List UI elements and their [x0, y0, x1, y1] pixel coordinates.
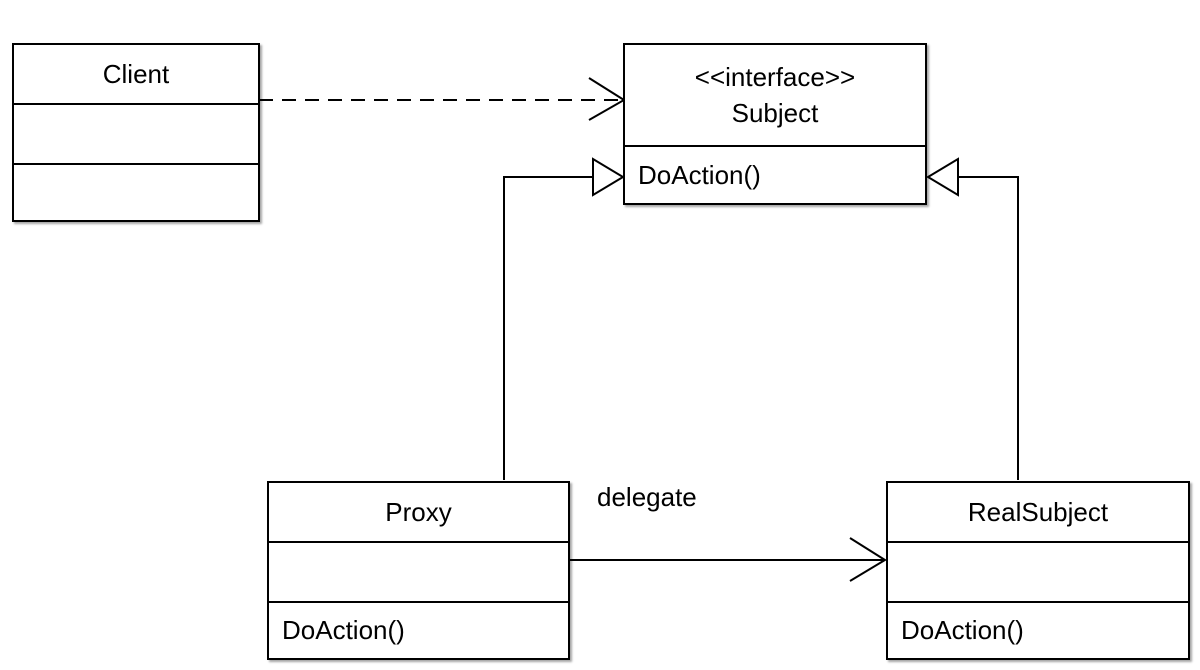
- realization-line: [503, 176, 593, 480]
- proxy-subject-realization: [503, 157, 625, 480]
- realization-triangle: [592, 157, 625, 197]
- client-subject-dependency: [259, 77, 626, 121]
- operation-doaction: DoAction(): [282, 615, 405, 645]
- class-name: Proxy: [385, 497, 452, 527]
- operation-doaction: DoAction(): [901, 615, 1024, 645]
- operations-compartment: DoAction(): [625, 145, 925, 203]
- class-name-compartment: RealSubject: [888, 483, 1188, 541]
- operation-doaction: DoAction(): [638, 159, 761, 190]
- attributes-compartment: [888, 541, 1188, 601]
- proxy-realsubject-association: [569, 537, 887, 582]
- attributes-compartment: [269, 541, 568, 601]
- realsubject-subject-realization: [926, 157, 1019, 480]
- attributes-compartment: [14, 103, 258, 163]
- association-arrowhead: [849, 537, 887, 582]
- operations-compartment: DoAction(): [269, 601, 568, 658]
- class-client[interactable]: Client: [12, 43, 260, 222]
- interface-subject[interactable]: <<interface>> Subject DoAction(): [623, 43, 927, 205]
- class-name: Client: [102, 59, 170, 89]
- class-name-compartment: Client: [14, 45, 258, 103]
- interface-name: Subject: [731, 98, 819, 128]
- class-realsubject[interactable]: RealSubject DoAction(): [886, 481, 1190, 660]
- realization-line: [958, 176, 1019, 480]
- realization-triangle: [926, 157, 959, 197]
- interface-stereotype: <<interface>>: [694, 62, 856, 92]
- operations-compartment: DoAction(): [888, 601, 1188, 658]
- interface-header-compartment: <<interface>> Subject: [625, 45, 925, 145]
- class-proxy[interactable]: Proxy DoAction(): [267, 481, 570, 660]
- class-name-compartment: Proxy: [269, 483, 568, 541]
- class-name: RealSubject: [967, 497, 1109, 527]
- delegate-label: delegate: [597, 482, 697, 512]
- operations-compartment: [14, 163, 258, 220]
